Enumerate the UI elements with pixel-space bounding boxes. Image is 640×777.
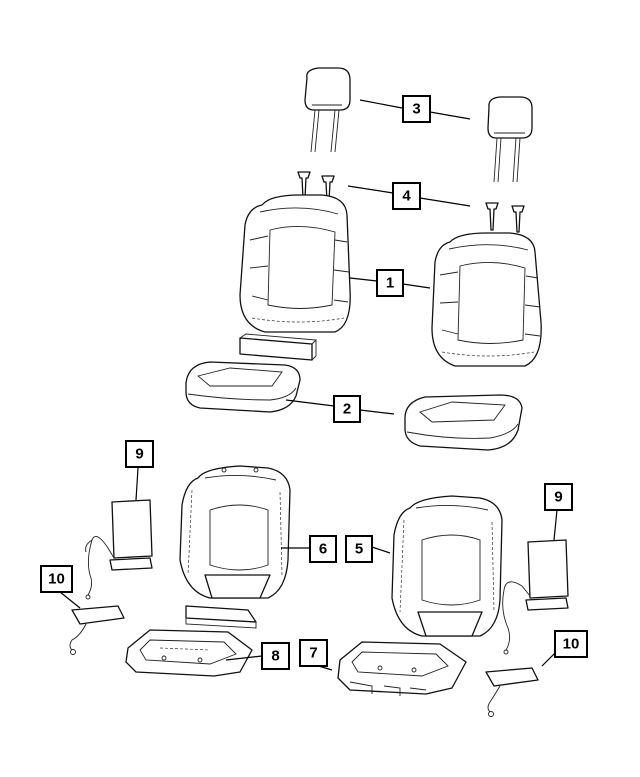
callout-4: 4: [392, 182, 421, 210]
headrest-right: [487, 96, 533, 183]
svg-text:1: 1: [386, 275, 394, 292]
seat-back-frame-left: [179, 465, 291, 599]
svg-text:2: 2: [343, 401, 351, 418]
svg-text:9: 9: [554, 489, 562, 506]
callout-10-left: 10: [40, 565, 73, 593]
seat-cushion-cover-left: [185, 361, 301, 413]
headrest-left: [304, 67, 351, 153]
svg-text:8: 8: [271, 648, 279, 665]
svg-text:10: 10: [563, 636, 580, 653]
svg-text:9: 9: [135, 446, 143, 463]
sensor-mat-right: [485, 667, 539, 717]
bolster-pad: [239, 333, 318, 361]
callout-7: 7: [299, 639, 328, 667]
svg-text:6: 6: [319, 541, 327, 558]
sensor-mat-left: [69, 605, 125, 655]
callout-9-right: 9: [544, 483, 573, 511]
seat-back-cover-right: [431, 232, 542, 367]
callout-5: 5: [345, 535, 373, 563]
svg-text:10: 10: [48, 571, 65, 588]
callout-3: 3: [402, 95, 431, 123]
callout-9-left: 9: [125, 440, 154, 468]
callout-6: 6: [309, 535, 337, 563]
seat-back-frame-right: [391, 495, 503, 637]
heater-element-right: [502, 539, 569, 655]
callout-1: 1: [376, 269, 404, 297]
svg-text:7: 7: [309, 645, 317, 662]
seat-cushion-cover-right: [404, 394, 523, 451]
svg-text:3: 3: [412, 101, 420, 118]
headrest-guides-right: [485, 202, 525, 233]
seat-back-cover-left: [239, 194, 351, 333]
leader-lines: [59, 99, 558, 671]
seat-cushion-frame-right: [337, 641, 467, 696]
callout-10-right: 10: [554, 630, 588, 658]
lumbar-panel: [185, 605, 257, 629]
callout-2: 2: [333, 395, 361, 423]
svg-text:4: 4: [402, 188, 411, 205]
seat-cushion-frame-left: [125, 629, 253, 677]
heater-element-left: [85, 499, 153, 600]
callout-8: 8: [261, 642, 290, 670]
svg-text:5: 5: [355, 541, 363, 558]
